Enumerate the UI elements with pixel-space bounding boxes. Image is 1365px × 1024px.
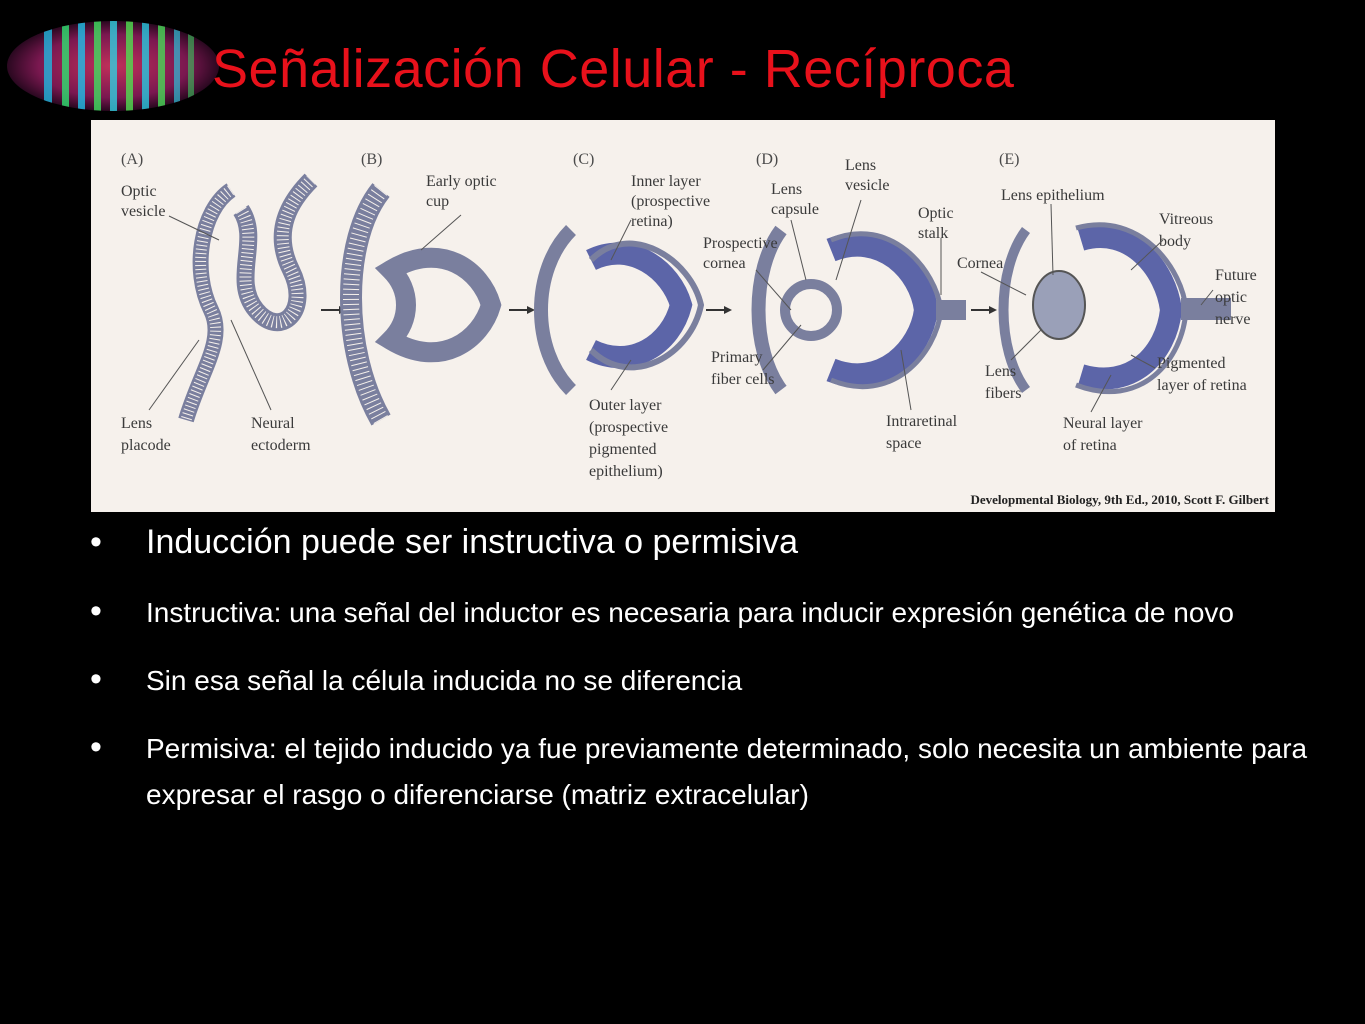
label-cornea: Cornea	[957, 255, 1003, 272]
bullet-text: Sin esa señal la célula inducida no se d…	[146, 665, 743, 696]
bullet-text: Permisiva: el tejido inducido ya fue pre…	[146, 733, 1308, 810]
embryo-stripes-logo	[4, 18, 222, 114]
panel-label-b: (B)	[361, 151, 382, 168]
figure-credit: Developmental Biology, 9th Ed., 2010, Sc…	[970, 492, 1269, 507]
panel-a-drawing	[178, 173, 318, 423]
panel-label-a: (A)	[121, 151, 143, 168]
leader-lines	[148, 199, 1214, 413]
panel-d-drawing	[751, 225, 966, 395]
bullet-item: • Permisiva: el tejido inducido ya fue pr…	[88, 726, 1308, 818]
bullet-dot: •	[90, 728, 102, 766]
bullet-item: • Sin esa señal la célula inducida no se …	[88, 658, 1308, 704]
panel-c-drawing	[534, 225, 705, 395]
panel-label-d: (D)	[756, 151, 778, 168]
bullet-text: Inducción puede ser instructiva o permis…	[146, 523, 798, 561]
bullet-list: • Inducción puede ser instructiva o permi…	[88, 518, 1308, 840]
bullet-dot: •	[90, 660, 102, 698]
panel-e-drawing	[998, 222, 1231, 394]
bullet-dot: •	[90, 523, 102, 561]
bullet-dot: •	[90, 592, 102, 630]
panel-label-c: (C)	[573, 151, 594, 168]
label-lens-epithelium: Lens epithelium	[1001, 187, 1105, 204]
eye-development-figure: (A) (B) (C) (D) (E)	[91, 120, 1275, 512]
slide-title: Señalización Celular - Recíproca	[212, 39, 1015, 99]
bullet-text: Instructiva: una señal del inductor es n…	[146, 597, 1234, 628]
bullet-item: • Inducción puede ser instructiva o permi…	[88, 518, 1308, 566]
panel-label-e: (E)	[999, 151, 1019, 168]
bullet-item: • Instructiva: una señal del inductor es …	[88, 590, 1308, 636]
panel-b-drawing	[340, 183, 502, 426]
